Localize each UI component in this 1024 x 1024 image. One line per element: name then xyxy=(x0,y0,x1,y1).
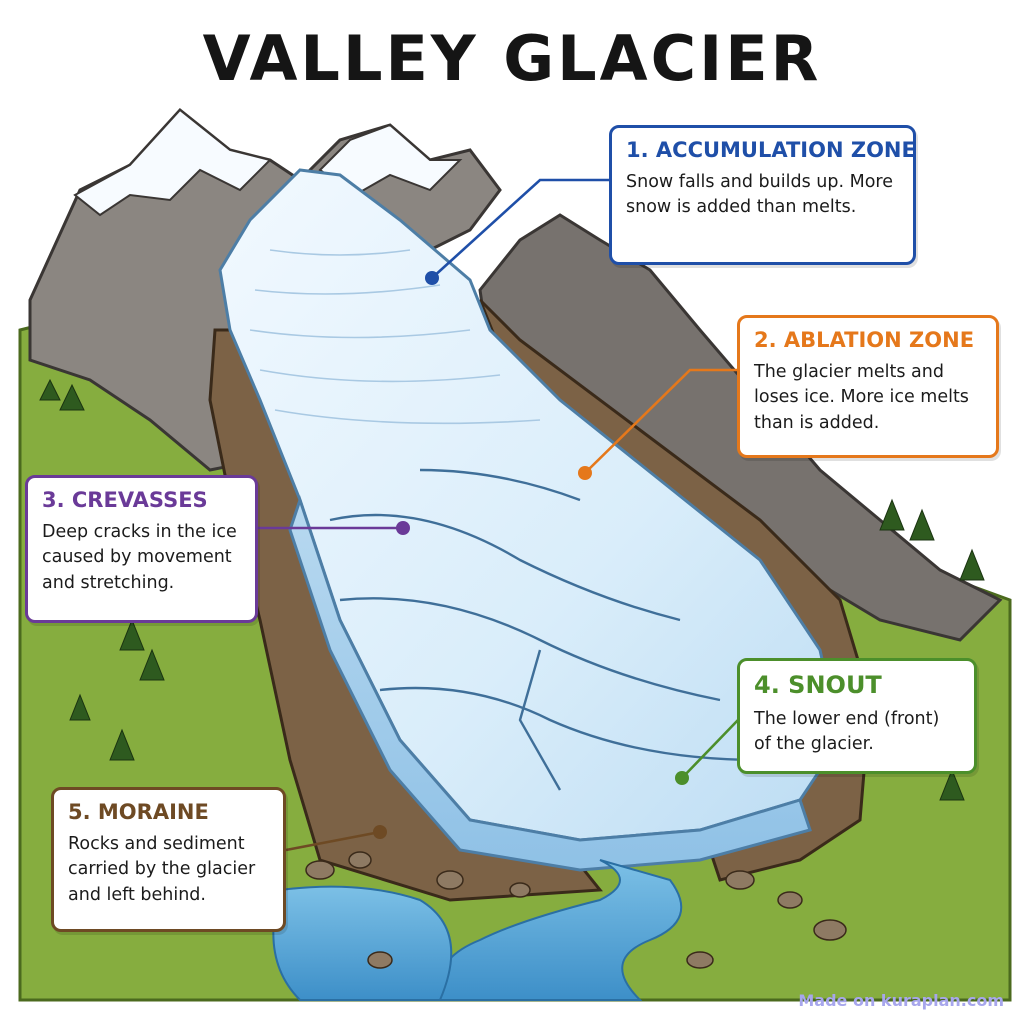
callout-snout: 4. SNOUT The lower end (front) of the gl… xyxy=(737,658,977,774)
watermark-link[interactable]: Made on kuraplan.com xyxy=(798,991,1004,1010)
ablation-leader xyxy=(584,368,738,474)
callout-moraine: 5. MORAINE Rocks and sediment carried by… xyxy=(51,787,286,932)
back-snow-cap xyxy=(318,123,463,197)
accumulation-leader xyxy=(431,178,610,279)
callout-accumulation-zone: 1. ACCUMULATION ZONE Snow falls and buil… xyxy=(609,125,916,265)
callout-ablation-zone: 2. ABLATION ZONE The glacier melts and l… xyxy=(737,315,999,458)
callout-crevasses: 3. CREVASSES Deep cracks in the ice caus… xyxy=(25,475,258,623)
pine-trees xyxy=(39,378,985,801)
moraine-boulders xyxy=(305,851,847,969)
ablation-marker-dot xyxy=(578,466,592,480)
moraine-leader xyxy=(285,830,381,852)
crevasse-cracks xyxy=(329,468,761,791)
snout-marker-dot xyxy=(675,771,689,785)
crevasses-marker-dot xyxy=(396,521,410,535)
callout-text: The lower end (front) of the glacier. xyxy=(754,709,940,755)
callout-text: The glacier melts and loses ice. More ic… xyxy=(754,362,969,433)
moraine-marker-dot xyxy=(373,825,387,839)
callout-text: Rocks and sediment carried by the glacie… xyxy=(68,834,256,905)
snout-leader xyxy=(681,719,739,779)
callout-text: Snow falls and builds up. More snow is a… xyxy=(626,172,893,218)
page-title: VALLEY GLACIER xyxy=(202,22,822,95)
left-snow-cap xyxy=(73,108,272,217)
callout-title: 1. ACCUMULATION ZONE xyxy=(626,138,916,162)
accumulation-marker-dot xyxy=(425,271,439,285)
callout-title: 5. MORAINE xyxy=(68,800,209,824)
leader-lines xyxy=(257,178,739,852)
callout-title: 4. SNOUT xyxy=(754,671,882,699)
flow-lines xyxy=(249,249,541,425)
glacier-front-face xyxy=(288,495,812,872)
meltwater-pool xyxy=(272,885,453,1001)
callout-text: Deep cracks in the ice caused by movemen… xyxy=(42,522,237,593)
callout-title: 3. CREVASSES xyxy=(42,488,208,512)
callout-title: 2. ABLATION ZONE xyxy=(754,328,975,352)
